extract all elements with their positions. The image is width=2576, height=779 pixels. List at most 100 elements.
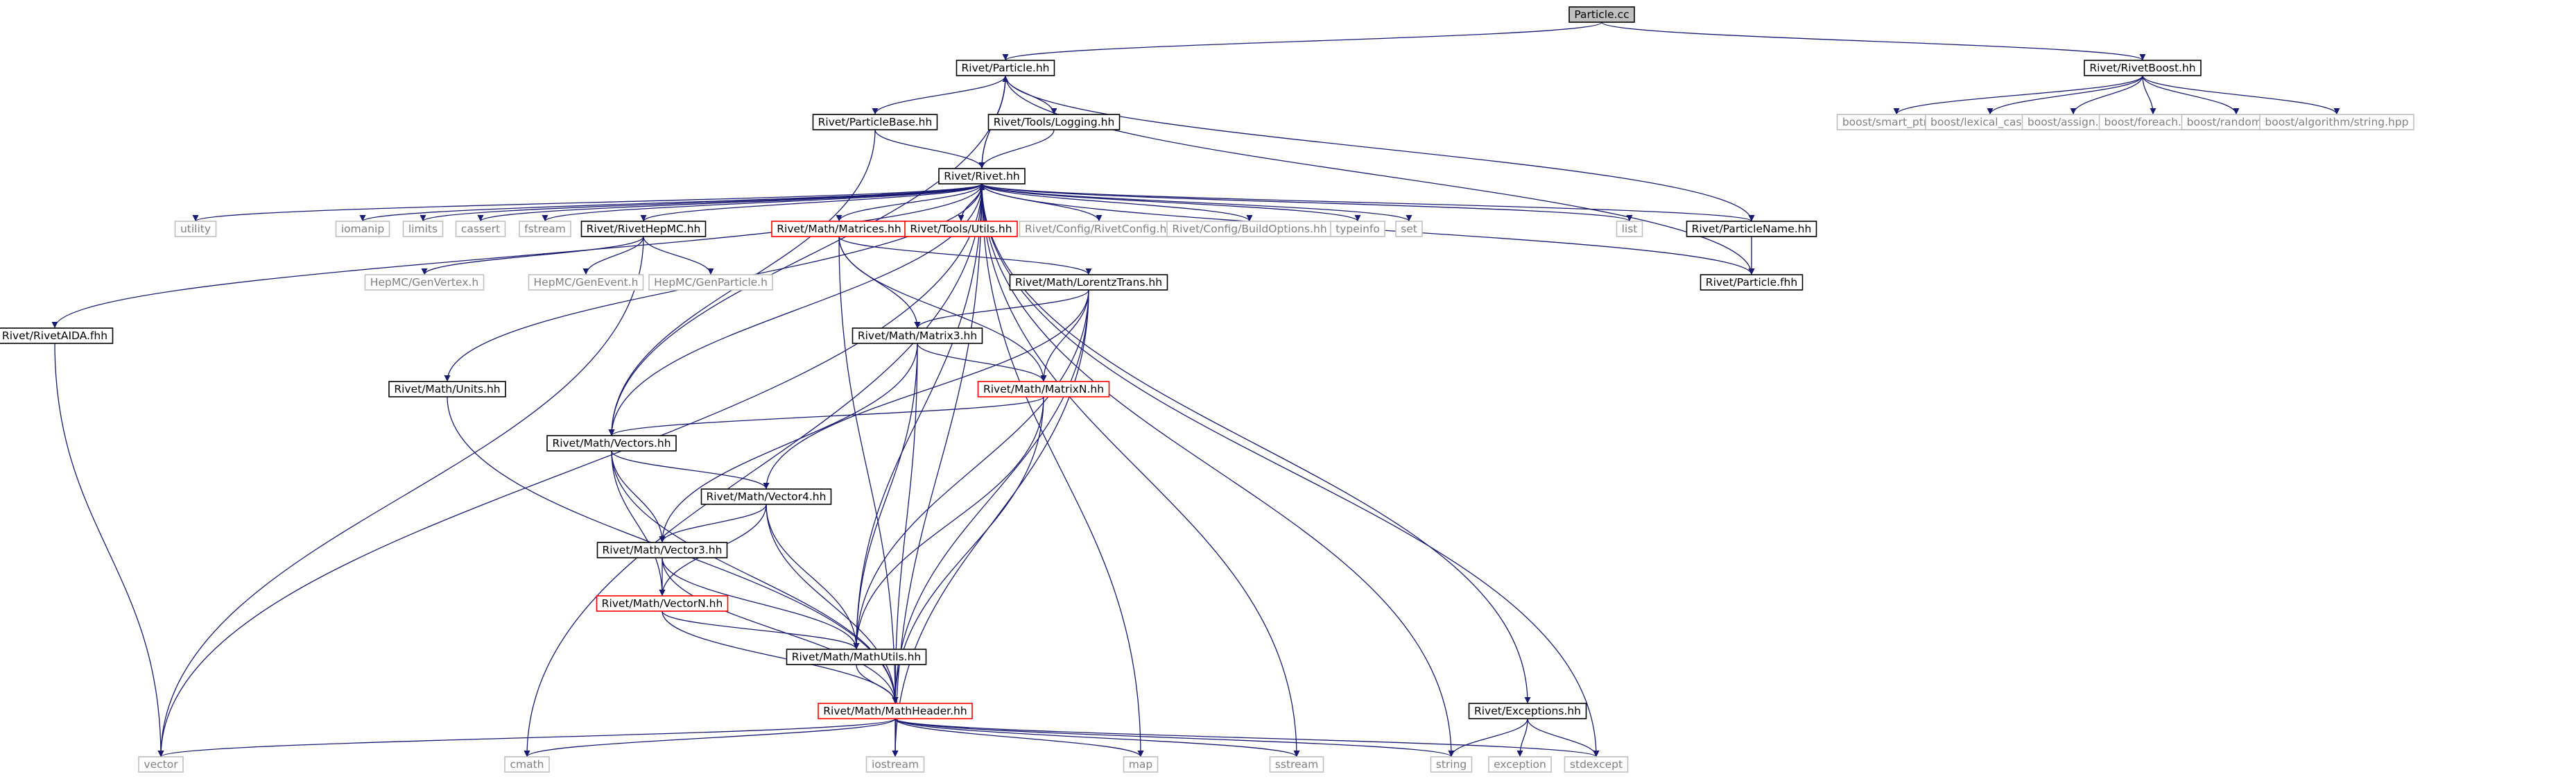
node-label: Rivet/Math/MathHeader.hh	[823, 705, 967, 717]
edge-mathutils-to-mathheader	[856, 664, 899, 704]
node-cmath: cmath	[504, 756, 550, 773]
node-iostream: iostream	[865, 756, 925, 773]
node-box	[1568, 6, 1635, 23]
node-label: HepMC/GenEvent.h	[534, 276, 639, 289]
node-particlebase[interactable]: Rivet/ParticleBase.hh	[812, 114, 938, 130]
node-label: Rivet/Math/Matrices.hh	[777, 223, 901, 235]
node-box	[546, 435, 677, 452]
node-matrix3[interactable]: Rivet/Math/Matrix3.hh	[852, 327, 983, 344]
node-vectors[interactable]: Rivet/Math/Vectors.hh	[546, 435, 677, 452]
node-label: Rivet/Config/BuildOptions.hh	[1172, 223, 1326, 235]
edge-rivet-hh-to-rivethepmc	[640, 183, 983, 222]
node-label: sstream	[1275, 758, 1318, 771]
edge-rivet-hh-to-map	[981, 183, 1144, 757]
node-particle-fhh[interactable]: Rivet/Particle.fhh	[1700, 274, 1804, 291]
edge-mathheader-to-map	[894, 718, 1144, 757]
node-vectorn[interactable]: Rivet/Math/VectorN.hh	[596, 595, 729, 612]
node-genvertex: HepMC/GenVertex.h	[364, 274, 485, 291]
node-mathutils[interactable]: Rivet/Math/MathUtils.hh	[786, 649, 927, 665]
edge-vector3-to-mathheader	[662, 557, 899, 704]
node-box	[1488, 756, 1552, 773]
edge-vector4-to-mathutils	[766, 504, 860, 650]
edge-mathheader-to-string	[894, 718, 1455, 757]
node-buildoptions: Rivet/Config/BuildOptions.hh	[1166, 221, 1333, 237]
node-label: iostream	[872, 758, 919, 771]
edge-rivetboost-to-foreach	[2142, 75, 2156, 115]
node-label: Rivet/Math/Vectors.hh	[552, 437, 671, 450]
node-rivethepmc[interactable]: Rivet/RivetHepMC.hh	[580, 221, 707, 237]
edge-rivethepmc-to-genvertex	[421, 236, 644, 275]
edge-rivet-hh-to-fstream	[542, 183, 983, 222]
node-string: string	[1430, 756, 1473, 773]
node-particle-cc[interactable]: Particle.cc	[1568, 6, 1635, 23]
node-label: Rivet/Math/LorentzTrans.hh	[1015, 276, 1162, 289]
node-rivetconfig: Rivet/Config/RivetConfig.hh	[1019, 221, 1179, 237]
node-box	[1330, 221, 1385, 237]
node-particle-hh[interactable]: Rivet/Particle.hh	[956, 60, 1055, 76]
node-exceptions[interactable]: Rivet/Exceptions.hh	[1468, 703, 1587, 719]
edge-particlebase-to-rivet-hh	[874, 129, 985, 169]
node-units[interactable]: Rivet/Math/Units.hh	[388, 381, 506, 397]
edge-matrices-to-lorentz	[838, 236, 1092, 275]
node-iomanip: iomanip	[335, 221, 390, 237]
node-label: boost/assign.hpp	[2028, 116, 2119, 128]
node-label: fstream	[524, 223, 566, 235]
node-vector4[interactable]: Rivet/Math/Vector4.hh	[700, 488, 832, 505]
edge-exceptions-to-exception	[1516, 718, 1528, 757]
edge-matrix3-to-matrixn	[917, 343, 1047, 382]
edge-mathheader-to-cmath	[524, 718, 896, 757]
edge-rivet-hh-to-buildoptions	[981, 183, 1253, 222]
edge-rivethepmc-to-genevent	[582, 236, 644, 275]
edge-matrix3-to-vector3	[659, 343, 918, 543]
node-matrixn[interactable]: Rivet/Math/MatrixN.hh	[977, 381, 1110, 397]
node-rivetaida[interactable]: Rivet/RivetAIDA.fhh	[0, 327, 114, 344]
node-label: Rivet/ParticleBase.hh	[818, 116, 933, 128]
edge-matrices-to-matrixn	[838, 236, 1047, 382]
node-box	[1564, 756, 1629, 773]
node-label: Rivet/Math/MathUtils.hh	[792, 651, 922, 663]
edge-rivet-hh-to-stdexcept	[981, 183, 1600, 757]
node-label: cmath	[510, 758, 544, 771]
node-vector3[interactable]: Rivet/Math/Vector3.hh	[596, 542, 728, 558]
edge-rivet-hh-to-particlename	[981, 183, 1755, 222]
node-box	[648, 274, 773, 291]
node-logging[interactable]: Rivet/Tools/Logging.hh	[987, 114, 1121, 130]
node-mathheader[interactable]: Rivet/Math/MathHeader.hh	[818, 703, 973, 719]
node-sstream: sstream	[1269, 756, 1324, 773]
node-box	[812, 114, 938, 130]
node-rivetboost[interactable]: Rivet/RivetBoost.hh	[2084, 60, 2202, 76]
edge-rivet-hh-to-iomanip	[359, 183, 983, 222]
node-box	[1123, 756, 1159, 773]
edge-rivetboost-to-lexical-cast	[1987, 75, 2143, 115]
node-label: utility	[180, 223, 211, 235]
edge-exceptions-to-string	[1448, 718, 1528, 757]
node-matrices[interactable]: Rivet/Math/Matrices.hh	[771, 221, 907, 237]
node-label: limits	[408, 223, 438, 235]
node-label: Rivet/RivetAIDA.fhh	[2, 329, 107, 342]
edge-rivetaida-to-vector	[54, 343, 164, 757]
edge-vector4-to-mathheader	[766, 504, 899, 704]
node-particlename[interactable]: Rivet/ParticleName.hh	[1686, 221, 1817, 237]
node-label: Rivet/Config/RivetConfig.hh	[1025, 223, 1173, 235]
node-label: Rivet/Exceptions.hh	[1474, 705, 1581, 717]
node-box	[388, 381, 506, 397]
edge-rivet-hh-to-sstream	[981, 183, 1300, 757]
node-genparticle: HepMC/GenParticle.h	[648, 274, 773, 291]
edge-matrixn-to-vectors	[608, 396, 1044, 436]
edge-rivethepmc-to-vector	[157, 236, 644, 757]
node-utils[interactable]: Rivet/Tools/Utils.hh	[904, 221, 1018, 237]
node-label: list	[1622, 223, 1638, 235]
node-rivet-hh[interactable]: Rivet/Rivet.hh	[938, 168, 1026, 185]
node-box	[1616, 221, 1643, 237]
node-alg-string: boost/algorithm/string.hpp	[2259, 114, 2414, 130]
node-box	[1468, 703, 1587, 719]
node-lorentz[interactable]: Rivet/Math/LorentzTrans.hh	[1009, 274, 1168, 291]
edge-rivet-hh-to-string	[981, 183, 1455, 757]
node-typeinfo: typeinfo	[1330, 221, 1385, 237]
edge-particle-hh-to-particlename	[1005, 75, 1755, 222]
edge-utils-to-rivet-hh	[960, 183, 985, 222]
node-box	[987, 114, 1121, 130]
edge-rivet-hh-to-exceptions	[981, 183, 1531, 704]
edge-vectorn-to-mathutils	[662, 610, 860, 650]
